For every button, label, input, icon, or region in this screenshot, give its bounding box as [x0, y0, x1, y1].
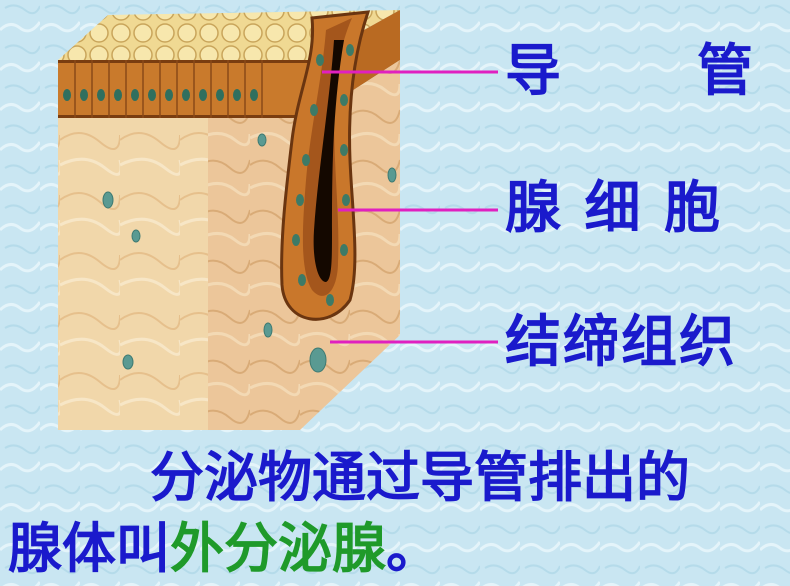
epithelium-front-layer: [58, 60, 310, 118]
caption-prefix: 腺体叫: [8, 517, 170, 580]
caption-line-2: 腺体叫外分泌腺。: [8, 522, 440, 576]
caption-term: 外分泌腺: [170, 517, 386, 580]
connective-tissue-front: [58, 118, 208, 430]
caption-line-1: 分泌物通过导管排出的: [150, 451, 690, 505]
connective-tissue-label: 结缔组织: [505, 315, 737, 371]
gland-cell-label: 腺 细 胞: [505, 181, 722, 237]
duct-label: 导 管: [505, 44, 755, 100]
caption-period: 。: [386, 517, 440, 580]
duct-label-char-1: 导: [505, 44, 563, 100]
duct-label-char-2: 管: [697, 44, 755, 100]
